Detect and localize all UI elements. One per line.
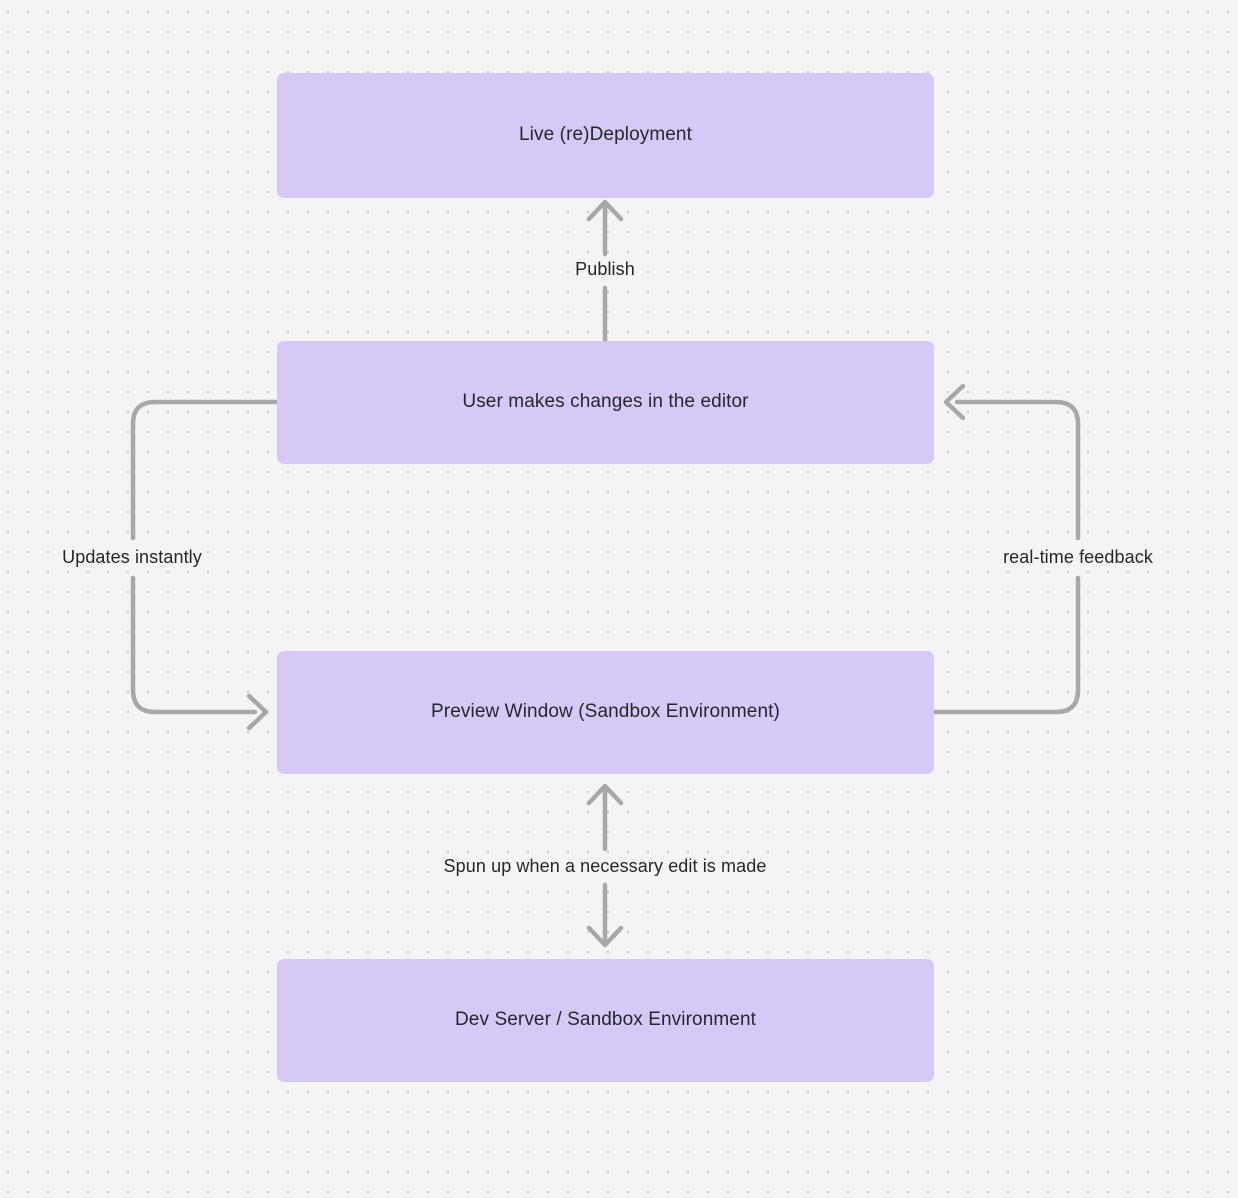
node-label: User makes changes in the editor bbox=[462, 390, 749, 412]
arrowhead-up bbox=[586, 199, 624, 222]
arrowhead-down bbox=[586, 925, 624, 948]
node-dev-server[interactable]: Dev Server / Sandbox Environment bbox=[277, 959, 934, 1082]
node-label: Dev Server / Sandbox Environment bbox=[454, 1009, 756, 1031]
node-user-makes-changes[interactable]: User makes changes in the editor bbox=[277, 341, 934, 464]
node-label: Live (re)Deployment bbox=[519, 124, 692, 146]
edge-label-publish: Publish bbox=[570, 257, 640, 283]
arrowhead-up bbox=[586, 783, 624, 806]
node-label: Preview Window (Sandbox Environment) bbox=[431, 700, 780, 722]
arrowhead-right bbox=[246, 693, 269, 731]
node-preview-window[interactable]: Preview Window (Sandbox Environment) bbox=[277, 651, 934, 774]
edge-label-updates-instantly: Updates instantly bbox=[57, 545, 207, 571]
edge-label-real-time-feedback: real-time feedback bbox=[998, 545, 1158, 571]
node-live-redeployment[interactable]: Live (re)Deployment bbox=[277, 73, 934, 198]
arrowhead-left bbox=[943, 383, 966, 421]
edge-label-spun-up: Spun up when a necessary edit is made bbox=[438, 854, 772, 880]
